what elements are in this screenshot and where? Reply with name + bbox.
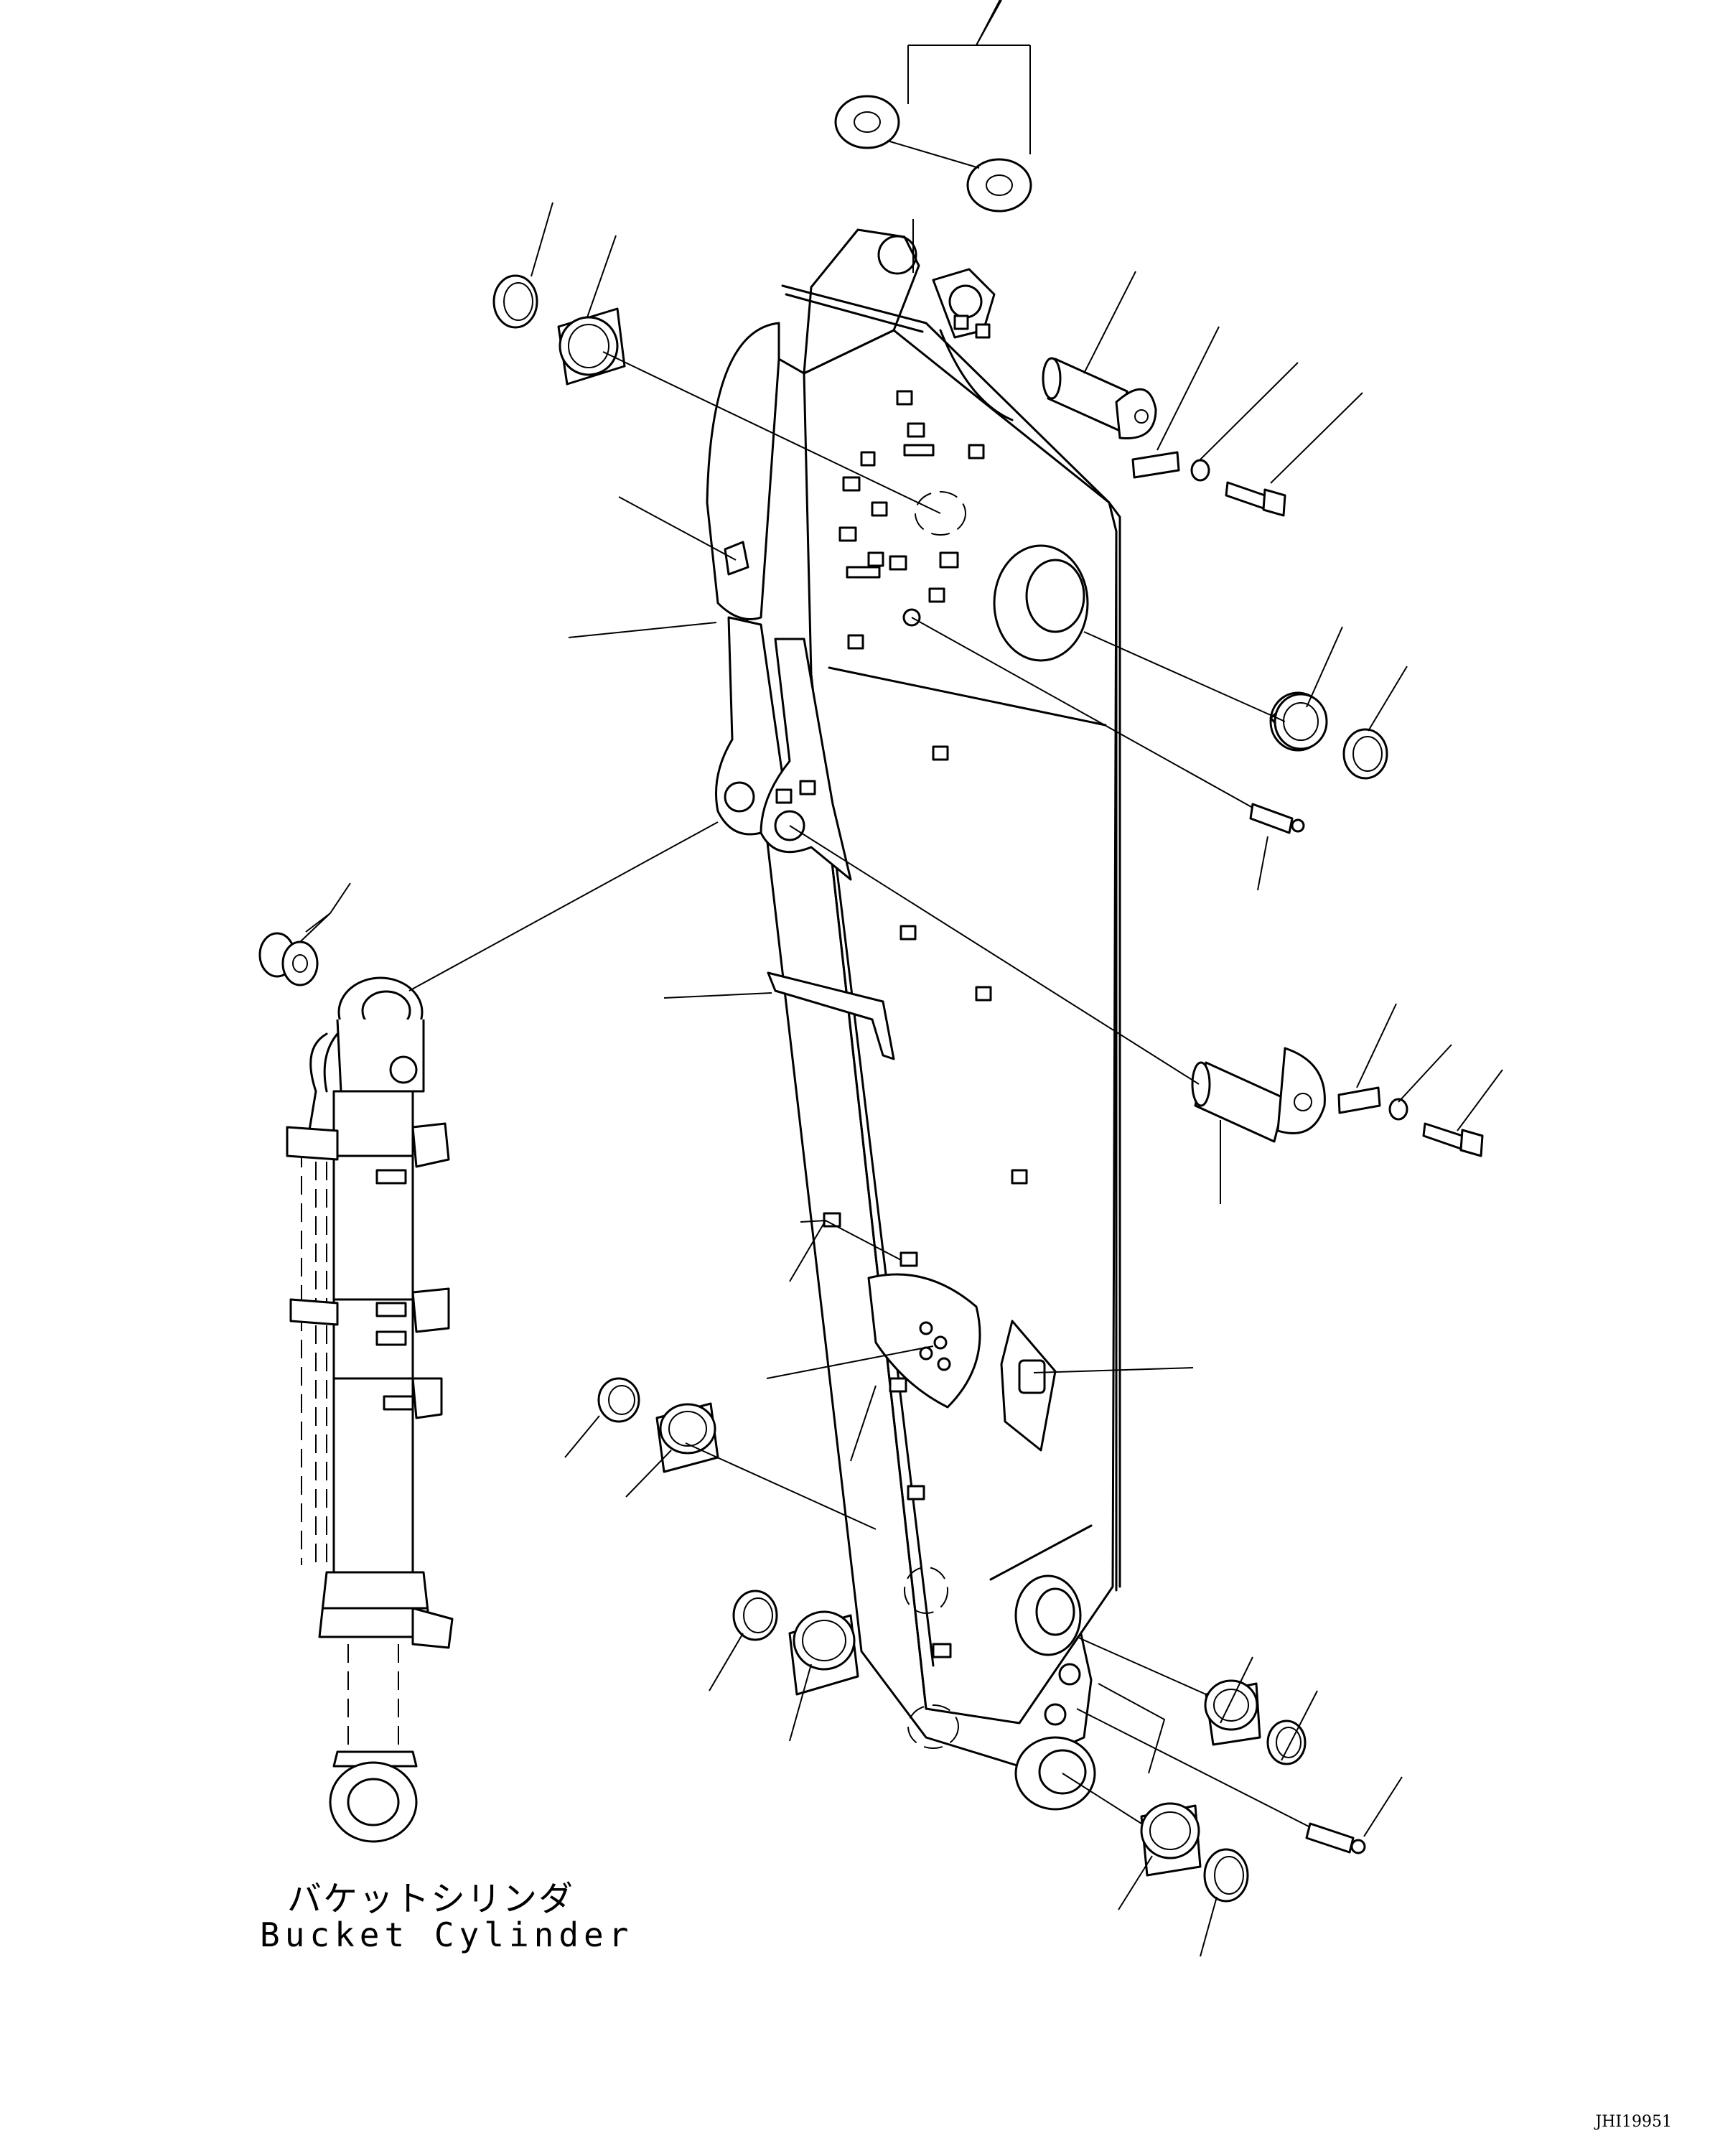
plate-middle — [1337, 1086, 1381, 1114]
center-lines — [408, 351, 1311, 1828]
seal-ring-boss-top — [1342, 728, 1388, 780]
seal-ring-bottom-right-lower — [1203, 1848, 1249, 1903]
bucket-cylinder — [286, 976, 454, 1843]
seal-ring-bottom-right-upper — [1266, 1719, 1307, 1765]
grease-fitting-bottom — [1305, 1822, 1366, 1854]
leader-lines — [299, 0, 1503, 1957]
shim-pair-cylinder — [258, 932, 319, 986]
plate-top — [1131, 451, 1180, 479]
pin-top — [1042, 357, 1157, 439]
bushing-bottom-right-upper — [1204, 1679, 1261, 1746]
washer-middle — [1388, 1098, 1408, 1121]
bushing-lower-left — [655, 1402, 719, 1473]
shim-pair-top — [834, 95, 1032, 273]
bolt-top — [1225, 481, 1286, 517]
drawing-code: JHI19951 — [1595, 2113, 1672, 2131]
bushing-top-left — [557, 307, 626, 386]
bushing-bottom-right-lower — [1140, 1802, 1202, 1877]
bushing-boss-top — [1269, 691, 1328, 752]
bolt-middle — [1422, 1122, 1484, 1157]
seal-ring-top-left — [492, 274, 538, 329]
arm-assembly — [706, 228, 1121, 1811]
seal-ring-bottom-left — [732, 1590, 778, 1641]
caption-japanese: バケットシリンダ — [287, 1879, 575, 1919]
pin-middle — [1191, 1047, 1326, 1143]
seal-ring-lower-left — [597, 1377, 640, 1423]
grease-fitting-top — [1249, 803, 1305, 834]
bushing-bottom-left — [788, 1610, 859, 1696]
washer-top — [1190, 459, 1210, 482]
caption-english: Bucket Cylinder — [260, 1915, 634, 1954]
